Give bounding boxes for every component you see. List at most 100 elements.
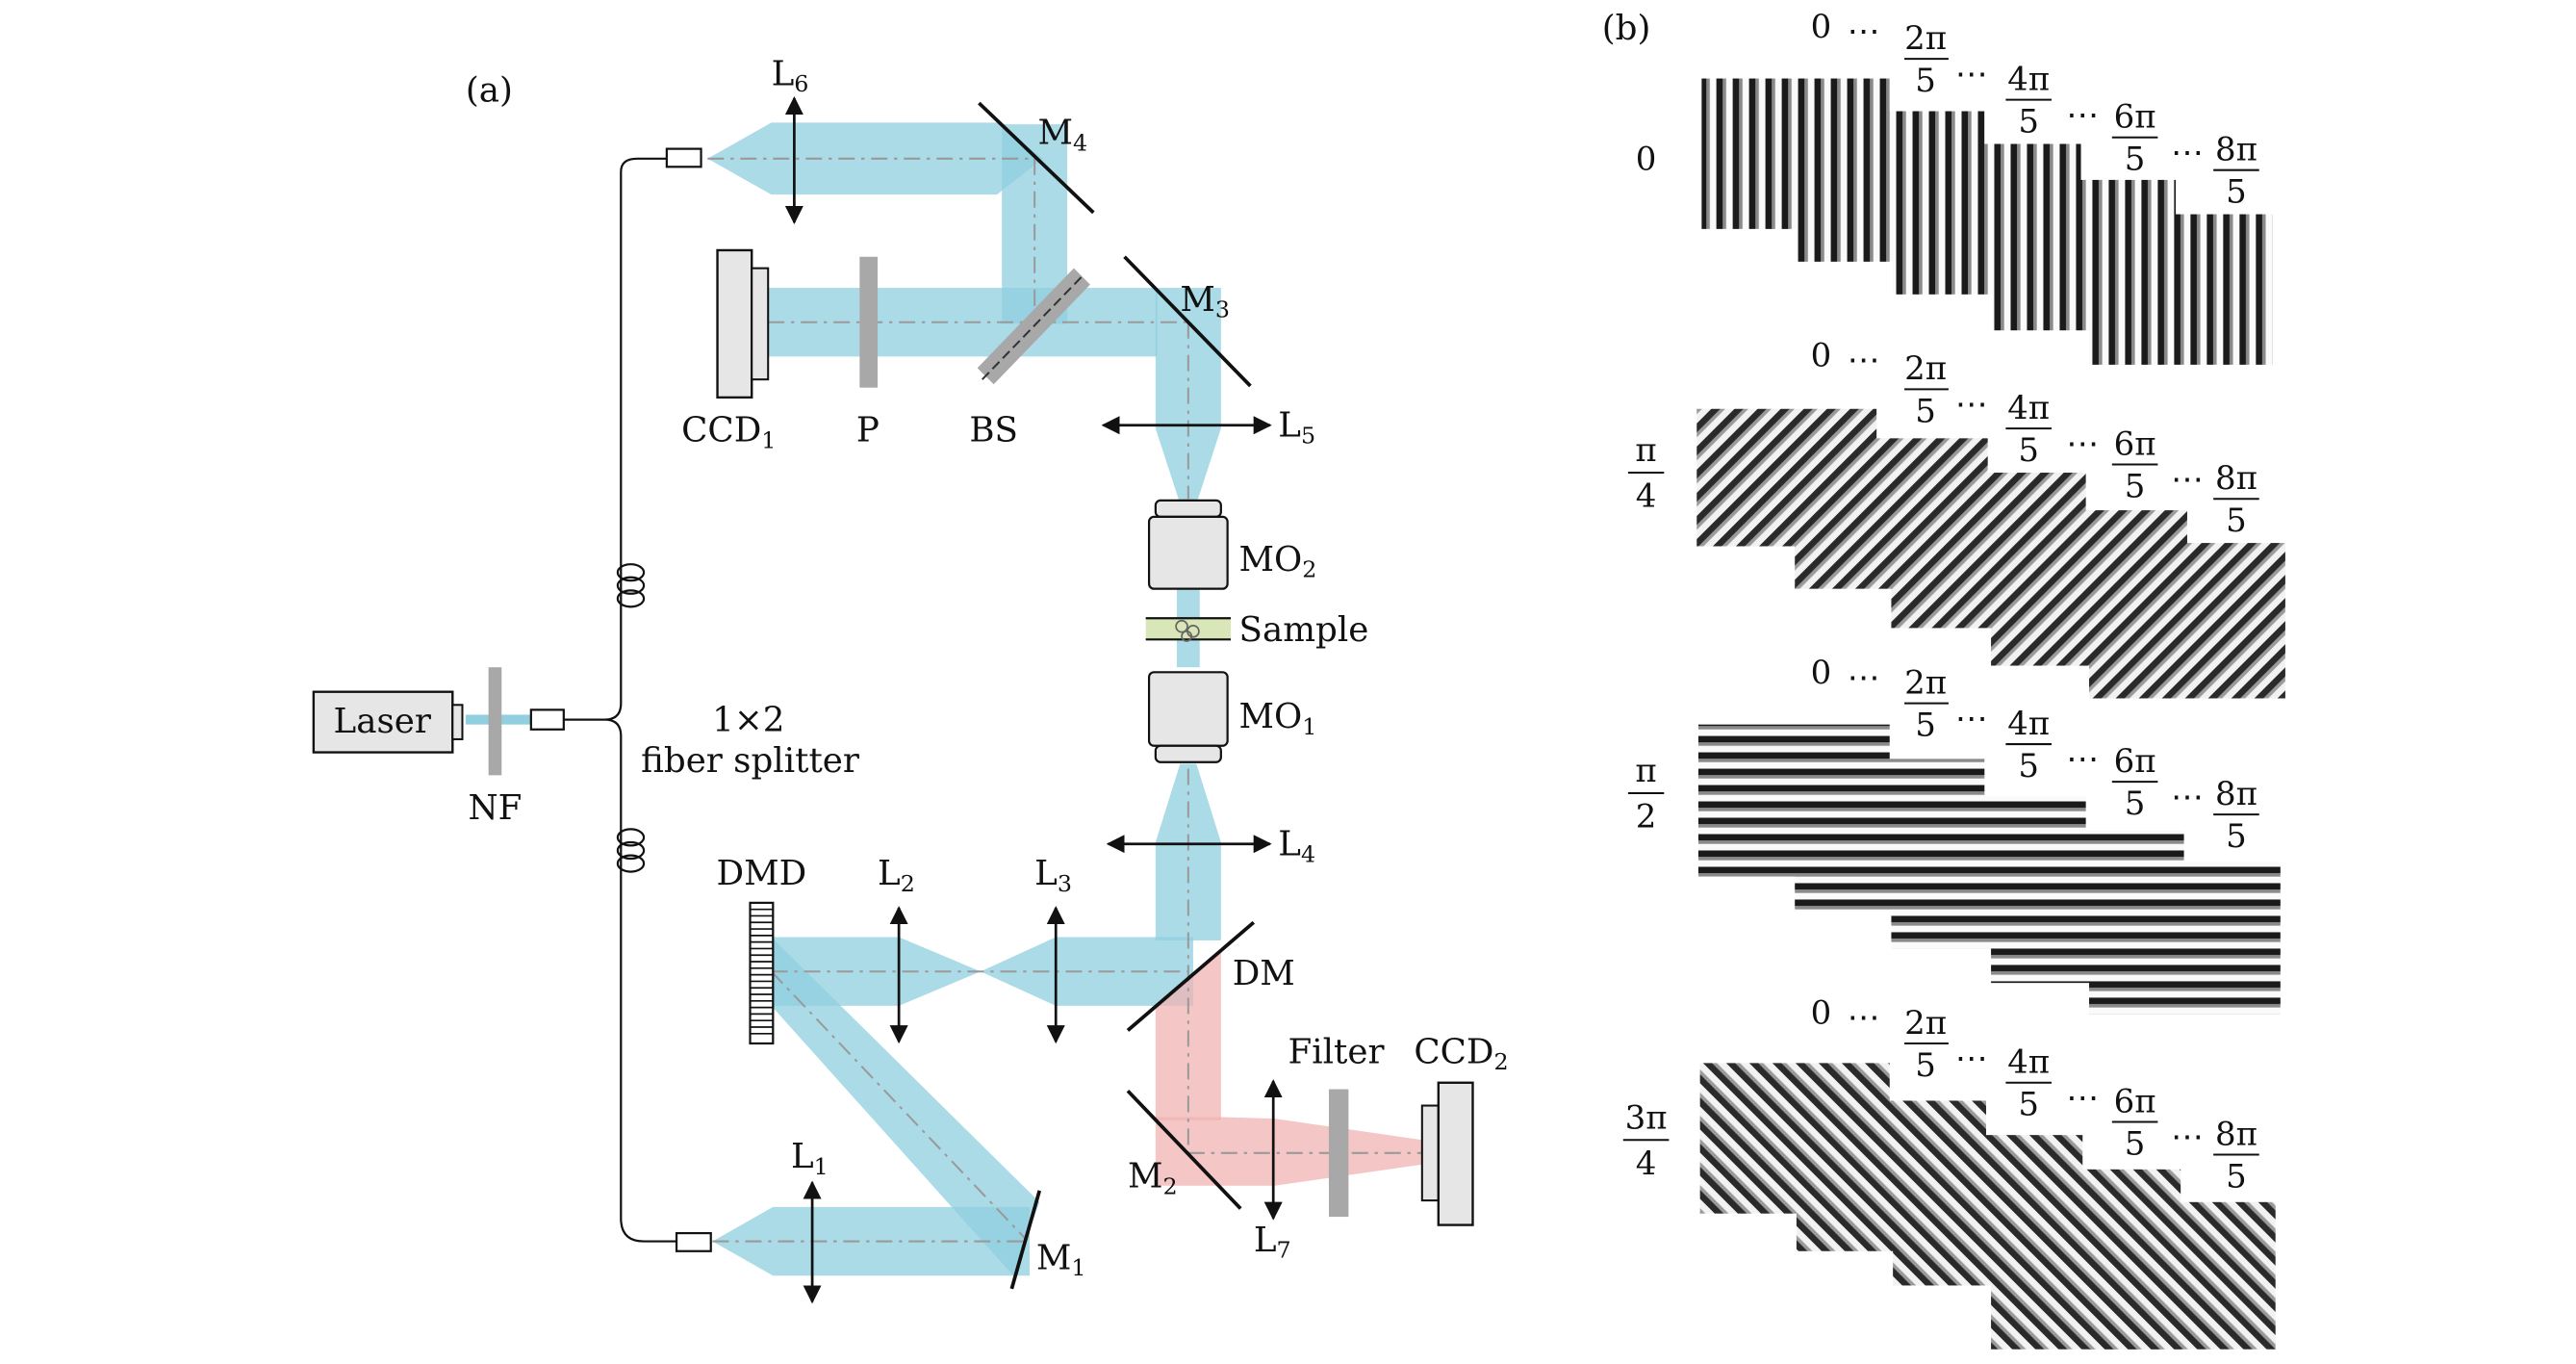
- pattern-row-pi-4: π 4 0 ⋯ 2π 5 ⋯ 4π 5 ⋯ 6π 5 ⋯ 8π: [1627, 337, 2285, 699]
- l4-label: L4: [1278, 825, 1315, 868]
- svg-text:6π: 6π: [2114, 742, 2156, 781]
- row1-phase-labels: 0 ⋯ 2π 5 ⋯ 4π 5 ⋯ 6π 5 ⋯ 8π 5: [1811, 337, 2259, 540]
- fiber-splitter: [563, 157, 677, 1243]
- svg-text:⋯: ⋯: [2066, 1079, 2099, 1118]
- beam-dmd-m1: [771, 937, 1040, 1276]
- svg-text:5: 5: [2018, 103, 2039, 142]
- row2-pattern-5: [2089, 862, 2281, 1015]
- svg-text:0: 0: [1811, 994, 1832, 1033]
- svg-text:2π: 2π: [1904, 1004, 1947, 1042]
- svg-text:5: 5: [2018, 431, 2039, 470]
- svg-text:5: 5: [1915, 62, 1936, 100]
- svg-text:5: 5: [2226, 502, 2247, 540]
- fiber-coupler: [529, 708, 565, 731]
- objective-mo1: [1147, 671, 1229, 763]
- row0-angle-label: 0: [1636, 141, 1657, 179]
- svg-text:5: 5: [1915, 392, 1936, 430]
- svg-text:⋯: ⋯: [1955, 700, 1988, 738]
- svg-text:⋯: ⋯: [2066, 740, 2099, 779]
- m4-label: M4: [1038, 114, 1088, 157]
- panel-a-label: (a): [466, 70, 513, 110]
- svg-text:0: 0: [1811, 8, 1832, 46]
- l6-label: L6: [772, 54, 809, 97]
- svg-text:2: 2: [1636, 798, 1657, 836]
- svg-text:2π: 2π: [1904, 663, 1947, 702]
- svg-text:5: 5: [1915, 707, 1936, 745]
- svg-text:5: 5: [2018, 1086, 2039, 1124]
- emission-filter: [1328, 1089, 1349, 1218]
- svg-text:⋯: ⋯: [2171, 461, 2204, 500]
- polarizer-p: [859, 256, 879, 388]
- svg-text:⋯: ⋯: [2066, 96, 2099, 135]
- ccd1-label: CCD1: [681, 411, 776, 454]
- svg-text:6π: 6π: [2114, 425, 2156, 463]
- svg-text:4π: 4π: [2007, 389, 2050, 427]
- svg-text:4π: 4π: [2007, 60, 2050, 98]
- m1-label: M1: [1036, 1238, 1086, 1281]
- excitation-beams: [707, 122, 1221, 1276]
- svg-text:4π: 4π: [2007, 1043, 2050, 1082]
- m2-label: M2: [1128, 1157, 1178, 1200]
- row0-phase-labels: 0 ⋯ 2π 5 ⋯ 4π 5 ⋯ 6π 5 ⋯ 8π 5: [1811, 8, 2259, 212]
- mo2-label: MO2: [1239, 540, 1317, 583]
- m3-label: M3: [1180, 280, 1230, 323]
- svg-text:6π: 6π: [2114, 1082, 2156, 1120]
- svg-text:0: 0: [1636, 141, 1657, 179]
- sample-label: Sample: [1239, 610, 1369, 650]
- row1-angle-label: π 4: [1627, 431, 1665, 516]
- row3-phase-labels: 0 ⋯ 2π 5 ⋯ 4π 5 ⋯ 6π 5 ⋯ 8π 5: [1811, 994, 2259, 1197]
- svg-text:2π: 2π: [1904, 19, 1947, 58]
- laser: Laser: [312, 690, 464, 754]
- mirror-m3: [1123, 255, 1252, 388]
- svg-text:5: 5: [2125, 468, 2146, 506]
- ccd2-label: CCD2: [1414, 1032, 1508, 1075]
- mirror-m4: [978, 101, 1095, 215]
- svg-text:3π: 3π: [1625, 1098, 1668, 1137]
- notch-filter: [488, 667, 502, 776]
- pattern-row-3pi-4: 3π 4 0 ⋯ 2π 5 ⋯ 4π 5 ⋯ 6π 5 ⋯ 8π: [1622, 994, 2276, 1350]
- svg-text:⋯: ⋯: [2066, 425, 2099, 463]
- mo1-label: MO1: [1239, 697, 1317, 740]
- ccd1-camera: [716, 248, 770, 399]
- svg-text:5: 5: [2226, 173, 2247, 212]
- svg-text:5: 5: [2226, 817, 2247, 856]
- l1-label: L1: [791, 1137, 829, 1180]
- svg-text:⋯: ⋯: [1955, 1040, 1988, 1078]
- pattern-row-0: 0 0 ⋯ 2π 5 ⋯ 4π 5 ⋯ 6π 5 ⋯ 8π 5: [1636, 8, 2273, 365]
- beam-m2-ccd2: [1155, 1117, 1422, 1186]
- dichroic-mirror: [1126, 920, 1256, 1032]
- laser-label: Laser: [334, 702, 432, 741]
- svg-text:8π: 8π: [2215, 775, 2257, 813]
- ccd2-camera: [1420, 1081, 1474, 1226]
- splitter-label-1: 1×2: [712, 700, 784, 739]
- svg-text:0: 0: [1811, 337, 1832, 375]
- fiber-output-top: [665, 147, 702, 168]
- beam-l3-dm: [981, 937, 1193, 1006]
- nf-label: NF: [468, 788, 522, 828]
- row2-angle-label: π 2: [1627, 752, 1665, 836]
- bs-label: BS: [969, 411, 1018, 450]
- svg-text:⋯: ⋯: [2171, 778, 2204, 816]
- beam-splitter: [977, 268, 1090, 385]
- panel-b-label: (b): [1602, 9, 1651, 48]
- panel-b: (b) 0 0 ⋯ 2π 5 ⋯ 4π 5 ⋯ 6π 5 ⋯ 8π: [1602, 8, 2285, 1350]
- panel-a: (a): [312, 54, 1509, 1304]
- svg-text:4: 4: [1636, 1145, 1657, 1183]
- objective-mo2: [1147, 499, 1229, 590]
- svg-text:⋯: ⋯: [1848, 342, 1880, 380]
- sample: [1145, 617, 1232, 642]
- svg-text:⋯: ⋯: [2171, 1119, 2204, 1157]
- svg-text:⋯: ⋯: [1848, 658, 1880, 697]
- row3-pattern-5: [2089, 1201, 2276, 1350]
- svg-text:4π: 4π: [2007, 705, 2050, 743]
- svg-text:5: 5: [2125, 1125, 2146, 1164]
- mirror-m1: [1009, 1190, 1042, 1290]
- dmd: [749, 901, 775, 1045]
- row2-phase-labels: 0 ⋯ 2π 5 ⋯ 4π 5 ⋯ 6π 5 ⋯ 8π 5: [1811, 654, 2259, 856]
- svg-text:5: 5: [1915, 1046, 1936, 1085]
- beam-fiber-l1-m1: [712, 1206, 1031, 1276]
- svg-text:8π: 8π: [2215, 1115, 2257, 1153]
- l3-label: L3: [1034, 854, 1072, 897]
- filter-label: Filter: [1288, 1032, 1386, 1071]
